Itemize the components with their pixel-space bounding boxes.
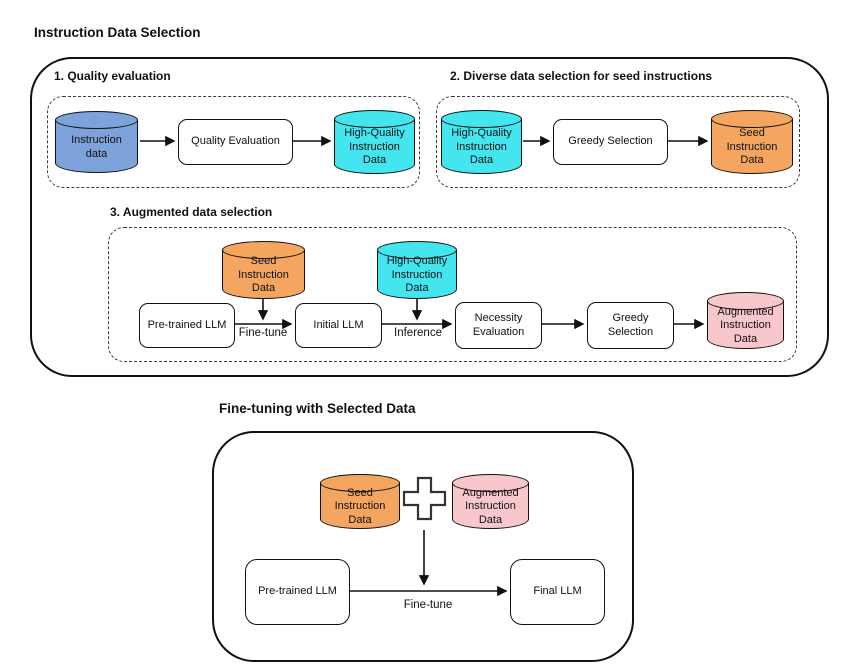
db-label: Seed Instruction Data (726, 127, 778, 167)
cylinder-top (711, 110, 793, 128)
pretrained-llm-box-step3: Pre-trained LLM (139, 303, 235, 348)
cylinder-body (334, 119, 415, 174)
cylinder-top (452, 474, 529, 492)
seed-db-finetuning: Seed Instruction Data (320, 474, 400, 529)
finetune-arrow-label-step3: Fine-tune (238, 327, 288, 339)
initial-llm-box: Initial LLM (295, 303, 382, 348)
high-quality-db-step1: High-Quality Instruction Data (334, 110, 415, 174)
augmented-db-finetuning: Augmented Instruction Data (452, 474, 529, 529)
selection-title: Instruction Data Selection (34, 25, 201, 40)
step2-dashed-box (436, 96, 800, 188)
cylinder-body (441, 119, 522, 174)
selection-container (30, 57, 829, 377)
db-label: Seed Instruction Data (334, 486, 386, 526)
inference-arrow-label: Inference (394, 327, 442, 339)
db-label: High-Quality Instruction Data (344, 127, 405, 167)
step1-dashed-box (47, 96, 420, 188)
cylinder-body (711, 119, 793, 174)
seed-db-step3: Seed Instruction Data (222, 241, 305, 299)
final-llm-box: Final LLM (510, 559, 605, 625)
db-label: Instruction data (71, 134, 122, 160)
pretrained-llm-box-finetuning: Pre-trained LLM (245, 559, 350, 625)
cylinder-top (222, 241, 305, 259)
finetune-arrow-label-finetuning: Fine-tune (403, 599, 453, 611)
greedy-selection-box-step3: Greedy Selection (587, 302, 674, 349)
finetuning-title: Fine-tuning with Selected Data (219, 401, 416, 416)
step3-label: 3. Augmented data selection (110, 205, 273, 219)
step2-label: 2. Diverse data selection for seed instr… (450, 69, 713, 83)
db-label: High-Quality Instruction Data (451, 127, 512, 167)
cylinder-top (377, 241, 457, 259)
high-quality-db-step3: High-Quality Instruction Data (377, 241, 457, 299)
instruction-data-db: Instruction data (55, 111, 138, 173)
seed-db-step2: Seed Instruction Data (711, 110, 793, 174)
augmented-db-step3: Augmented Instruction Data (707, 292, 784, 349)
cylinder-top (334, 110, 415, 128)
cylinder-top (320, 474, 400, 492)
high-quality-db-step2: High-Quality Instruction Data (441, 110, 522, 174)
step3-dashed-box (108, 227, 797, 362)
finetuning-container (212, 431, 634, 662)
cylinder-top (707, 292, 784, 310)
cylinder-top (55, 111, 138, 129)
necessity-evaluation-box: Necessity Evaluation (455, 302, 542, 349)
step1-label: 1. Quality evaluation (54, 69, 171, 83)
quality-evaluation-box: Quality Evaluation (178, 119, 293, 165)
db-label: High-Quality Instruction Data (386, 255, 448, 295)
cylinder-top (441, 110, 522, 128)
greedy-selection-box-step2: Greedy Selection (553, 119, 668, 165)
db-label: Seed Instruction Data (238, 255, 289, 295)
db-label: Augmented Instruction Data (462, 486, 519, 526)
db-label: Augmented Instruction Data (717, 305, 774, 345)
